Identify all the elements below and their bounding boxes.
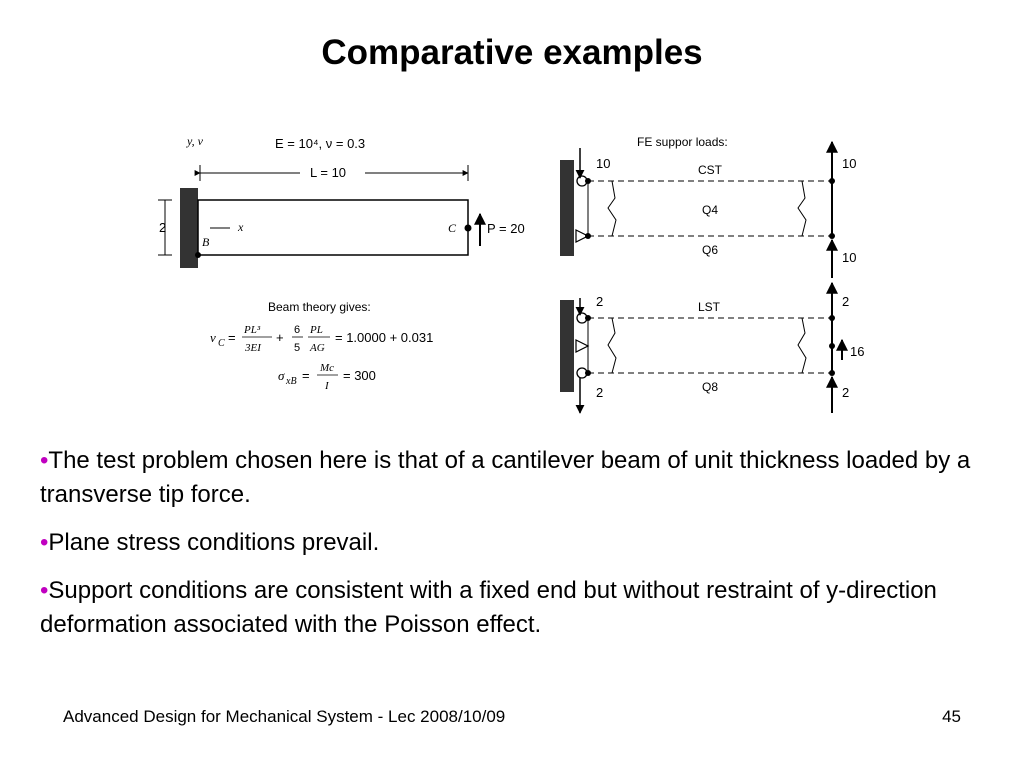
bullet-marker: • bbox=[40, 577, 49, 604]
bullet-marker: • bbox=[40, 529, 49, 556]
bullet-text-1: The test problem chosen here is that of … bbox=[40, 447, 971, 508]
bottom-right-load-top: 2 bbox=[842, 294, 849, 309]
top-element-1: CST bbox=[698, 163, 723, 177]
beam-figure: y, v E = 10⁴, ν = 0.3 L = 10 2 x B C P =… bbox=[158, 134, 864, 414]
top-element-2: Q4 bbox=[702, 203, 718, 217]
svg-text:=: = bbox=[302, 368, 310, 383]
eq2-subscript: xB bbox=[285, 376, 297, 387]
top-element-3: Q6 bbox=[702, 243, 718, 257]
eq1-term2-numerator: PL bbox=[309, 324, 323, 336]
bottom-left-load-bottom: 2 bbox=[596, 385, 603, 400]
svg-text:=: = bbox=[228, 330, 236, 345]
bullet-text-2: Plane stress conditions prevail. bbox=[48, 529, 380, 556]
eq1-variable: v bbox=[210, 330, 216, 345]
eq1-subscript: C bbox=[218, 338, 225, 349]
bottom-element-2: Q8 bbox=[702, 380, 718, 394]
bottom-element-1: LST bbox=[698, 300, 721, 314]
top-left-load: 10 bbox=[596, 156, 610, 171]
eq2-numerator: Mc bbox=[319, 362, 334, 374]
height-label: 2 bbox=[159, 220, 166, 235]
svg-text:+: + bbox=[276, 330, 284, 345]
bullet-item-2: •Plane stress conditions prevail. bbox=[40, 526, 1000, 560]
footer-course: Advanced Design for Mechanical System - … bbox=[63, 707, 506, 726]
point-c-label: C bbox=[448, 221, 457, 235]
material-label: E = 10⁴, ν = 0.3 bbox=[275, 136, 365, 151]
bullet-list: •The test problem chosen here is that of… bbox=[40, 444, 1000, 656]
bullet-marker: • bbox=[40, 447, 49, 474]
eq2-variable: σ bbox=[278, 368, 285, 383]
axis-label: y, v bbox=[186, 134, 204, 148]
top-right-load-top: 10 bbox=[842, 156, 856, 171]
beam-theory-heading: Beam theory gives: bbox=[268, 300, 371, 314]
eq1-term1-denominator: 3EI bbox=[244, 342, 262, 354]
top-wall bbox=[560, 160, 574, 256]
eq2-denominator: I bbox=[324, 380, 330, 392]
bottom-right-load-mid: 16 bbox=[850, 344, 864, 359]
cantilever-diagram: y, v E = 10⁴, ν = 0.3 L = 10 2 x B C P =… bbox=[158, 134, 525, 392]
point-b-label: B bbox=[202, 235, 210, 249]
top-right-load-bottom: 10 bbox=[842, 250, 856, 265]
fe-header: FE suppor loads: bbox=[637, 135, 728, 149]
eq2-result: = 300 bbox=[343, 368, 376, 383]
bottom-left-load-top: 2 bbox=[596, 294, 603, 309]
eq1-coef-numerator: 6 bbox=[294, 324, 300, 336]
bullet-item-3: •Support conditions are consistent with … bbox=[40, 574, 1000, 642]
x-axis-label: x bbox=[237, 220, 244, 234]
fixed-wall bbox=[180, 188, 198, 268]
eq1-result: = 1.0000 + 0.031 bbox=[335, 330, 433, 345]
bullet-item-1: •The test problem chosen here is that of… bbox=[40, 444, 1000, 512]
bottom-wall bbox=[560, 300, 574, 392]
eq1-coef-denominator: 5 bbox=[294, 342, 300, 354]
eq1-term1-numerator: PL³ bbox=[243, 324, 261, 336]
page-number: 45 bbox=[942, 707, 961, 726]
fe-support-diagram: FE suppor loads: 10 10 10 CST Q4 Q6 2 2 bbox=[560, 135, 864, 414]
load-label: P = 20 bbox=[487, 221, 525, 236]
length-label: L = 10 bbox=[310, 165, 346, 180]
bullet-text-3: Support conditions are consistent with a… bbox=[40, 577, 937, 638]
bottom-right-load-bottom: 2 bbox=[842, 385, 849, 400]
eq1-term2-denominator: AG bbox=[309, 342, 325, 354]
slide-title: Comparative examples bbox=[321, 33, 703, 72]
